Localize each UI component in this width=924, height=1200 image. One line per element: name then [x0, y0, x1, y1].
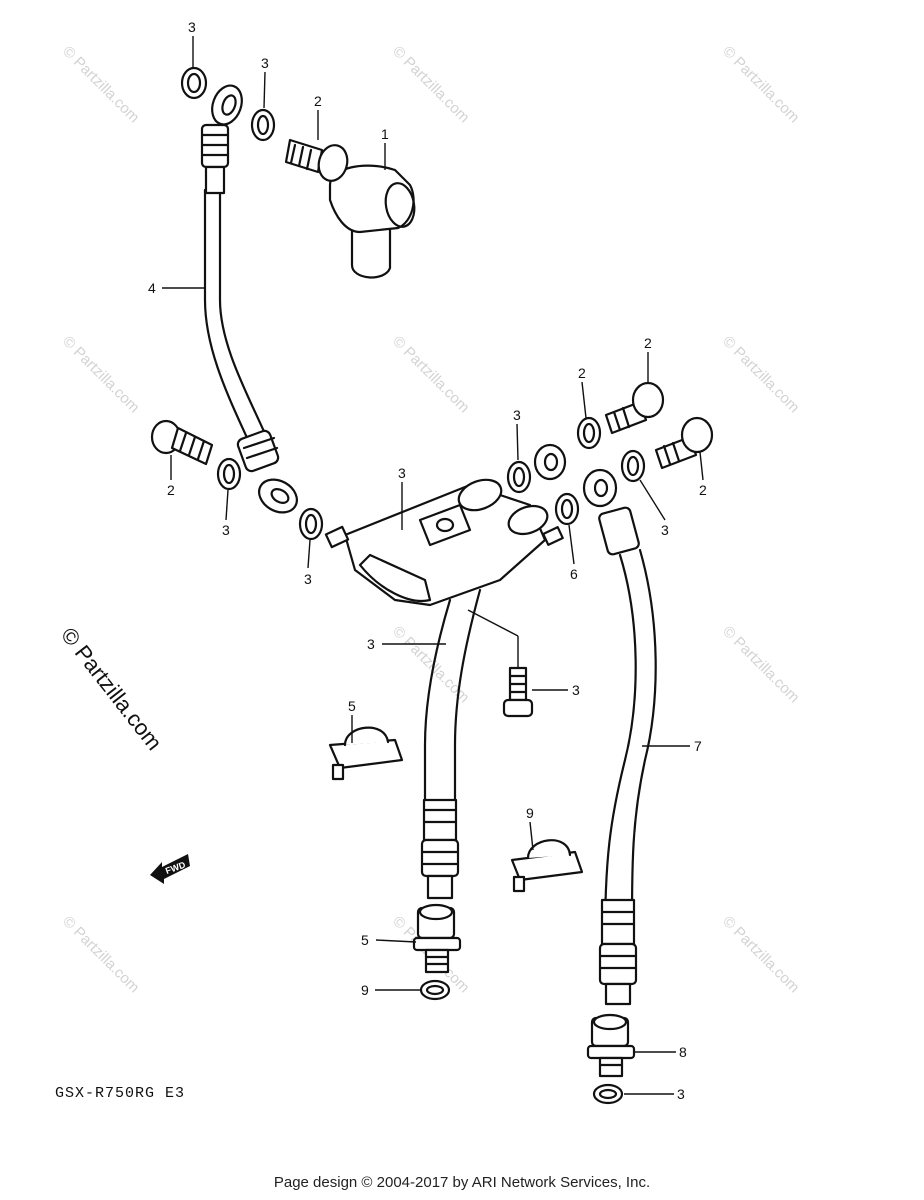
model-code: GSX-R750RG E3 [55, 1085, 185, 1102]
callout-label: 3 [513, 407, 521, 423]
watermark: © Partzilla.com [719, 623, 802, 706]
watermark: © Partzilla.com [719, 333, 802, 416]
callouts: 3 3 2 1 4 2 3 3 2 2 2 3 3 3 6 3 3 5 7 9 … [148, 19, 707, 1102]
callout-label: 2 [699, 482, 707, 498]
washer[interactable] [250, 108, 276, 142]
banjo-bolt[interactable] [604, 381, 665, 435]
watermark-large: © Partzilla.com [56, 623, 167, 755]
callout-label: 7 [694, 738, 702, 754]
banjo-bolt[interactable] [654, 416, 714, 470]
watermark: © Partzilla.com [389, 43, 472, 126]
bolt[interactable] [502, 666, 534, 718]
banjo-bolt[interactable] [150, 419, 214, 466]
brake-hose-lower-left[interactable] [420, 588, 482, 900]
brake-hose-lower-right[interactable] [582, 468, 657, 1006]
fwd-label: FWD [164, 859, 187, 876]
callout-label: 3 [188, 19, 196, 35]
callout-label: 3 [261, 55, 269, 71]
callout-label: 2 [314, 93, 322, 109]
fwd-arrow-icon: FWD [150, 854, 190, 884]
union-bolt[interactable] [412, 903, 462, 974]
callout-label: 3 [367, 636, 375, 652]
watermark: © Partzilla.com [59, 913, 142, 996]
callout-label: 3 [398, 465, 406, 481]
brake-hose-joint[interactable] [324, 443, 567, 607]
callout-label: 5 [361, 932, 369, 948]
callout-label: 9 [361, 982, 369, 998]
watermark: © Partzilla.com [719, 43, 802, 126]
washer[interactable] [180, 66, 208, 100]
brake-hose-upper[interactable] [200, 81, 303, 519]
callout-label: 1 [381, 126, 389, 142]
callout-label: 2 [644, 335, 652, 351]
hose-clamp[interactable] [510, 839, 584, 893]
washer[interactable] [419, 979, 451, 1001]
washer[interactable] [506, 460, 532, 494]
washer[interactable] [576, 416, 602, 450]
washer[interactable] [592, 1083, 624, 1105]
page-footer: Page design © 2004-2017 by ARI Network S… [273, 1174, 651, 1191]
callout-label: 3 [304, 571, 312, 587]
callout-label: 3 [222, 522, 230, 538]
callout-label: 5 [348, 698, 356, 714]
callout-label: 8 [679, 1044, 687, 1060]
brake-cap[interactable] [328, 164, 418, 279]
callout-label: 3 [661, 522, 669, 538]
watermark: © Partzilla.com [389, 333, 472, 416]
callout-label: 3 [572, 682, 580, 698]
washer[interactable] [216, 457, 242, 491]
washer[interactable] [298, 507, 324, 541]
watermark: © Partzilla.com [389, 623, 472, 706]
callout-label: 2 [167, 482, 175, 498]
callout-label: 2 [578, 365, 586, 381]
callout-label: 9 [526, 805, 534, 821]
watermark: © Partzilla.com [719, 913, 802, 996]
hose-clamp[interactable] [328, 726, 404, 781]
banjo-bolt[interactable] [284, 138, 351, 184]
union-bolt[interactable] [586, 1013, 636, 1078]
callout-label: 3 [677, 1086, 685, 1102]
callout-label: 6 [570, 566, 578, 582]
watermark: © Partzilla.com [59, 333, 142, 416]
washer[interactable] [554, 492, 580, 526]
watermark: © Partzilla.com [59, 43, 142, 126]
callout-label: 4 [148, 280, 156, 296]
parts-diagram: © Partzilla.com © Partzilla.com © Partzi… [55, 19, 803, 1105]
leader-lines [162, 36, 704, 1095]
washer[interactable] [620, 449, 646, 483]
